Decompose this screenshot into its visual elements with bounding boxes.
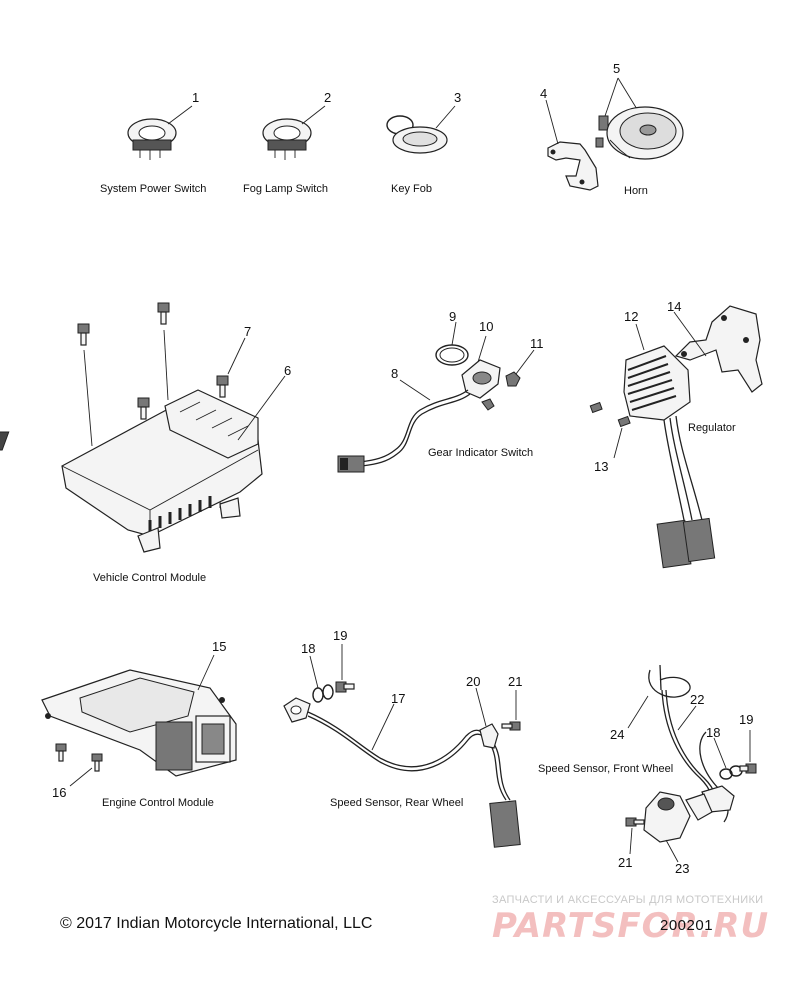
leader-14 — [673, 311, 707, 357]
horn-screws[interactable] — [595, 115, 609, 148]
leader-11 — [515, 349, 535, 375]
vcm-screws[interactable] — [77, 302, 229, 420]
gear-indicator-switch[interactable] — [337, 389, 471, 473]
speed-sensor-rear[interactable] — [283, 697, 521, 848]
leader-24 — [627, 695, 649, 729]
leader-12 — [635, 323, 645, 351]
copyright-text: © 2017 Indian Motorcycle International, … — [60, 915, 373, 932]
callout-24: 24 — [610, 727, 624, 742]
screw-front[interactable] — [625, 817, 645, 827]
callout-9: 9 — [449, 309, 456, 324]
callout-1: 1 — [192, 90, 199, 105]
leader-16 — [69, 767, 93, 787]
washer-front[interactable] — [719, 765, 743, 780]
callout-4: 4 — [540, 86, 547, 101]
callout-20: 20 — [466, 674, 480, 689]
callout-19-front: 19 — [739, 712, 753, 727]
leader-8 — [399, 379, 431, 401]
system-power-switch[interactable] — [127, 118, 177, 160]
callout-23: 23 — [675, 861, 689, 876]
leader-20 — [475, 687, 487, 727]
horn-bracket[interactable] — [547, 141, 599, 191]
callout-3: 3 — [454, 90, 461, 105]
leader-21-front — [629, 827, 633, 855]
o-ring[interactable] — [435, 344, 469, 366]
callout-5: 5 — [613, 61, 620, 76]
leader-17 — [371, 703, 395, 751]
regulator-bracket[interactable] — [674, 305, 763, 393]
screw-rear[interactable] — [501, 721, 521, 731]
leader-5a — [604, 77, 619, 117]
label-fog-lamp-switch: Fog Lamp Switch — [243, 183, 328, 195]
callout-12: 12 — [624, 309, 638, 324]
leader-15 — [197, 654, 215, 691]
callout-19-rear: 19 — [333, 628, 347, 643]
cable-tie[interactable] — [648, 664, 691, 698]
fog-lamp-switch[interactable] — [262, 118, 312, 160]
label-regulator: Regulator — [688, 422, 736, 434]
watermark-brand: PARTSFOR.RU — [492, 906, 770, 946]
gear-nut[interactable] — [481, 371, 521, 411]
diagram-code: 200201 — [660, 917, 714, 934]
callout-22: 22 — [690, 692, 704, 707]
callout-6: 6 — [284, 363, 291, 378]
label-system-power-switch: System Power Switch — [100, 183, 206, 195]
front-bracket[interactable] — [643, 791, 713, 843]
watermark-tagline: ЗАПЧАСТИ И АКСЕССУАРЫ ДЛЯ МОТОТЕХНИКИ — [492, 894, 764, 906]
leader-4 — [545, 99, 559, 145]
vehicle-control-module[interactable] — [0, 389, 263, 553]
horn[interactable] — [606, 106, 684, 160]
clip-rear[interactable] — [479, 723, 499, 749]
leader-18-front — [713, 737, 727, 769]
bolt-rear[interactable] — [335, 681, 355, 693]
callout-18-front: 18 — [706, 725, 720, 740]
leader-9 — [451, 321, 457, 346]
key-fob[interactable] — [386, 115, 448, 154]
engine-control-module[interactable] — [41, 669, 237, 777]
callout-21-front: 21 — [618, 855, 632, 870]
leader-2 — [301, 105, 326, 125]
leader-18-rear — [309, 655, 319, 689]
leader-23 — [665, 839, 679, 863]
callout-18-rear: 18 — [301, 641, 315, 656]
label-engine-control-module: Engine Control Module — [102, 797, 214, 809]
leader-10 — [477, 335, 487, 363]
callout-2: 2 — [324, 90, 331, 105]
label-horn: Horn — [624, 185, 648, 197]
vcm-guide-1 — [83, 349, 93, 447]
callout-13: 13 — [594, 459, 608, 474]
callout-16: 16 — [52, 785, 66, 800]
callout-11: 11 — [530, 336, 544, 351]
label-gear-indicator-switch: Gear Indicator Switch — [428, 447, 533, 459]
bolt-front[interactable] — [739, 763, 757, 774]
leader-13 — [613, 427, 623, 459]
leader-6 — [237, 375, 286, 441]
gear-plate[interactable] — [461, 359, 501, 399]
label-speed-sensor-front: Speed Sensor, Front Wheel — [538, 763, 673, 775]
speed-sensor-front[interactable] — [661, 689, 735, 823]
callout-21-rear: 21 — [508, 674, 522, 689]
ecm-screws[interactable] — [55, 743, 103, 772]
label-speed-sensor-rear: Speed Sensor, Rear Wheel — [330, 797, 463, 809]
label-vehicle-control-module: Vehicle Control Module — [93, 572, 206, 584]
callout-15: 15 — [212, 639, 226, 654]
callout-10: 10 — [479, 319, 493, 334]
vcm-guide-2 — [163, 329, 169, 401]
leader-22 — [677, 705, 697, 731]
leader-3 — [435, 105, 456, 129]
callout-7: 7 — [244, 324, 251, 339]
label-key-fob: Key Fob — [391, 183, 432, 195]
leader-7 — [227, 337, 246, 375]
callout-17: 17 — [391, 691, 405, 706]
washer-rear[interactable] — [312, 684, 334, 703]
callout-8: 8 — [391, 366, 398, 381]
regulator-screw[interactable] — [589, 401, 631, 428]
regulator[interactable] — [623, 345, 716, 569]
leader-1 — [167, 105, 193, 125]
callout-14: 14 — [667, 299, 681, 314]
